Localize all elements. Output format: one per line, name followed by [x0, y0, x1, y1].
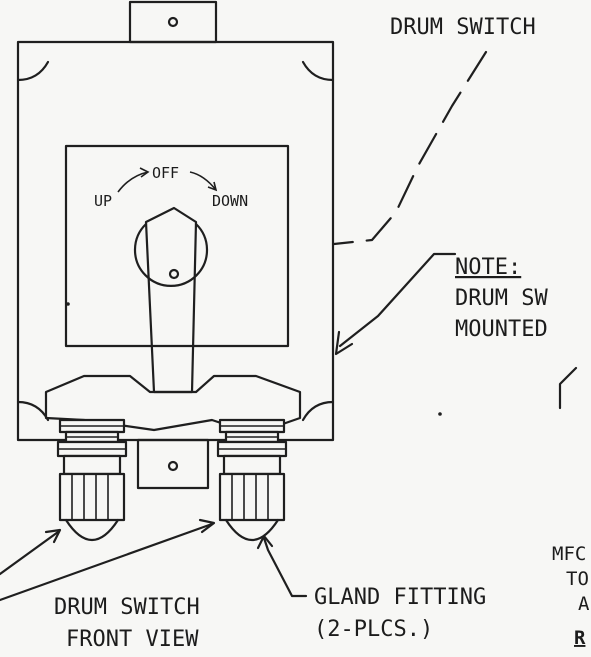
rotate-arrow-right: [189, 171, 217, 191]
note-leader: [338, 252, 457, 348]
rotate-arrow-left: [117, 171, 149, 193]
drum-switch-leader: [332, 50, 488, 246]
gland-fitting-left: [56, 418, 128, 541]
caption-arrows: [0, 522, 214, 602]
partial-text-3: A: [578, 593, 590, 615]
partial-shape: [558, 366, 578, 410]
position-up-label: UP: [94, 192, 112, 210]
position-down-label: DOWN: [212, 192, 248, 210]
speck: [66, 302, 70, 306]
top-mounting-tab: [128, 0, 218, 44]
switch-handle: [133, 206, 209, 394]
gland-label-leader: [262, 536, 308, 598]
inner-panel: [64, 144, 290, 348]
drum-switch-title-label: DRUM SWITCH: [390, 15, 536, 40]
gland-fitting-right: [216, 418, 288, 541]
caption-line1: DRUM SWITCH: [54, 595, 200, 620]
note-line2: MOUNTED: [455, 317, 548, 342]
position-off-label: OFF: [152, 164, 179, 182]
gland-label-line1: GLAND FITTING: [314, 585, 486, 610]
partial-text-4: R: [574, 627, 586, 649]
partial-text-2: TO: [566, 568, 589, 590]
note-line1: DRUM SW: [455, 286, 548, 311]
partial-text-1: MFC: [552, 543, 586, 565]
note-heading: NOTE:: [455, 255, 521, 280]
speck: [438, 412, 442, 416]
bottom-mounting-tab: [136, 438, 210, 490]
caption-line2: FRONT VIEW: [66, 627, 199, 652]
gland-label-line2: (2-PLCS.): [314, 617, 433, 642]
